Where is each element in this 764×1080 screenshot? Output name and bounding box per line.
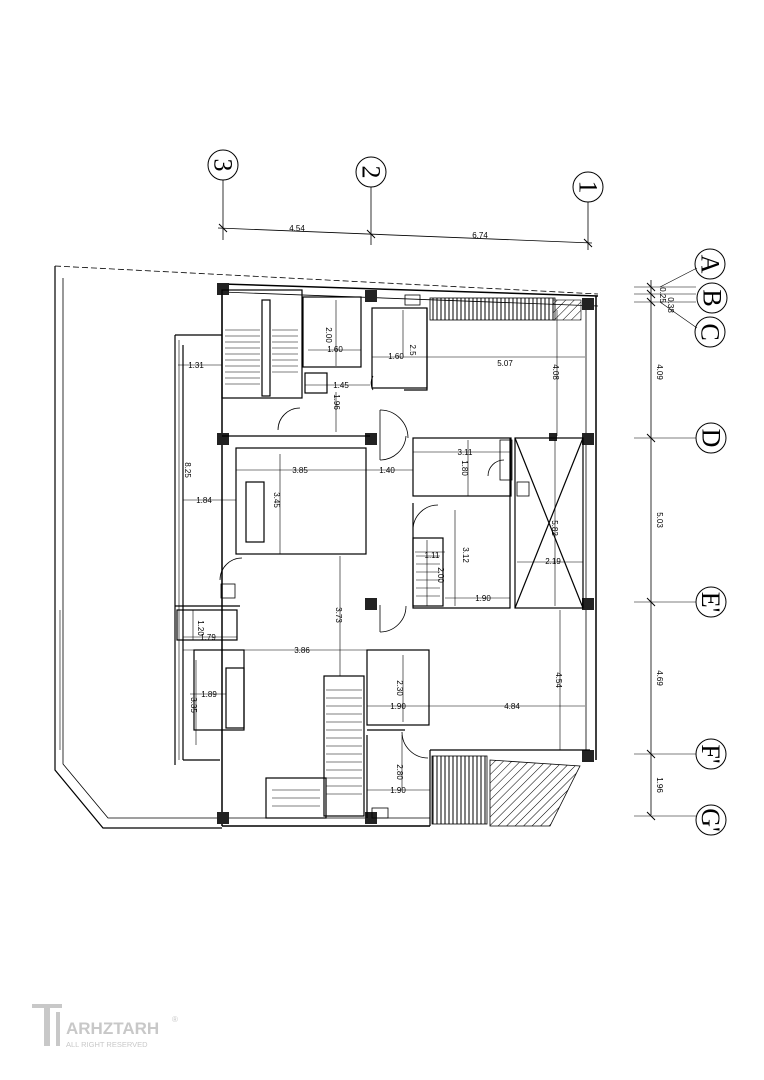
grid-row-e: E' [695, 586, 727, 618]
interior-walls [174, 289, 590, 826]
watermark-subtitle: ALL RIGHT RESERVED [66, 1040, 148, 1049]
dim-row-fg: 1.96 [655, 777, 664, 793]
svg-text:A: A [696, 255, 725, 274]
svg-text:1.90: 1.90 [475, 594, 491, 603]
svg-text:2.00: 2.00 [324, 327, 333, 343]
svg-text:F': F' [697, 744, 726, 763]
dim-row-bc: 0.38 [666, 297, 675, 313]
grid-column-1: 1 [572, 171, 604, 250]
site-boundary [54, 265, 599, 829]
hatched-balcony-top [429, 297, 556, 321]
svg-text:2.80: 2.80 [395, 764, 404, 780]
grid-column-3: 3 [207, 149, 239, 240]
svg-text:3.12: 3.12 [461, 547, 470, 563]
svg-text:1.20: 1.20 [196, 620, 205, 636]
svg-text:C: C [696, 323, 725, 340]
svg-text:1.96: 1.96 [332, 394, 341, 410]
svg-text:1.45: 1.45 [333, 381, 349, 390]
svg-text:4.54: 4.54 [554, 672, 563, 688]
dim-row-de: 5.03 [655, 512, 664, 528]
svg-text:3.45: 3.45 [272, 492, 281, 508]
svg-text:2: 2 [357, 166, 386, 179]
dim-top-right: 6.74 [472, 231, 488, 240]
grid-row-c: C [694, 316, 726, 348]
svg-text:3.73: 3.73 [334, 607, 343, 623]
watermark-registered: ® [172, 1015, 178, 1024]
svg-text:B: B [698, 289, 727, 306]
svg-text:5.82: 5.82 [550, 520, 559, 536]
svg-text:4.08: 4.08 [551, 364, 560, 380]
watermark-logo: ARHZTARH ® ALL RIGHT RESERVED [32, 1004, 178, 1049]
svg-text:1: 1 [574, 181, 603, 194]
svg-text:1.60: 1.60 [327, 345, 343, 354]
grid-row-f: F' [695, 738, 727, 770]
fixtures [220, 294, 530, 819]
hatched-wall-right [552, 299, 582, 321]
hatched-terrace [489, 759, 581, 827]
dim-row-ef: 4.69 [655, 670, 664, 686]
svg-text:1.80: 1.80 [460, 460, 469, 476]
stair-treads [225, 329, 440, 807]
svg-text:3.35: 3.35 [189, 697, 198, 713]
svg-text:2.5: 2.5 [408, 344, 417, 356]
svg-text:2.19: 2.19 [545, 557, 561, 566]
svg-text:5.07: 5.07 [497, 359, 513, 368]
hatched-balcony-bottom [431, 755, 488, 825]
svg-text:1.84: 1.84 [196, 496, 212, 505]
grid-row-d: D [695, 422, 727, 454]
svg-text:G': G' [697, 808, 726, 831]
svg-text:1.79: 1.79 [200, 633, 216, 642]
dim-top-left: 4.54 [289, 224, 305, 233]
svg-text:3.86: 3.86 [294, 646, 310, 655]
grid-row-g: G' [695, 804, 727, 836]
svg-text:3: 3 [209, 159, 238, 172]
svg-text:2.00: 2.00 [436, 567, 445, 583]
svg-text:1.60: 1.60 [388, 352, 404, 361]
top-dimension-line: 4.54 6.74 [217, 223, 593, 248]
svg-text:8.25: 8.25 [183, 462, 192, 478]
svg-text:D: D [697, 429, 726, 448]
grid-column-2: 2 [355, 156, 387, 245]
grid-row-b: B [696, 282, 728, 314]
svg-text:1.40: 1.40 [379, 466, 395, 475]
svg-text:3.85: 3.85 [292, 466, 308, 475]
dim-row-ab: 0.25 [658, 287, 667, 303]
svg-text:3.11: 3.11 [458, 448, 474, 457]
grid-rows: 0.25 0.38 4.09 5.03 4.69 1.96 A B C D E' [634, 248, 728, 836]
svg-text:E': E' [697, 592, 726, 613]
grid-row-a: A [694, 248, 726, 280]
watermark-brand: ARHZTARH [66, 1019, 159, 1038]
structural-columns [217, 283, 594, 824]
svg-text:1.90: 1.90 [390, 702, 406, 711]
svg-text:2.30: 2.30 [395, 680, 404, 696]
svg-text:4.84: 4.84 [504, 702, 520, 711]
dimension-labels: 2.00 1.60 1.60 2.5 5.07 4.08 1.45 1.96 1… [183, 327, 563, 795]
svg-text:1.90: 1.90 [390, 786, 406, 795]
interior-dimension-lines [178, 300, 585, 791]
svg-text:1.31: 1.31 [188, 361, 204, 370]
svg-text:1.11: 1.11 [425, 551, 441, 560]
dim-row-cd: 4.09 [655, 364, 664, 380]
svg-text:1.89: 1.89 [201, 690, 217, 699]
